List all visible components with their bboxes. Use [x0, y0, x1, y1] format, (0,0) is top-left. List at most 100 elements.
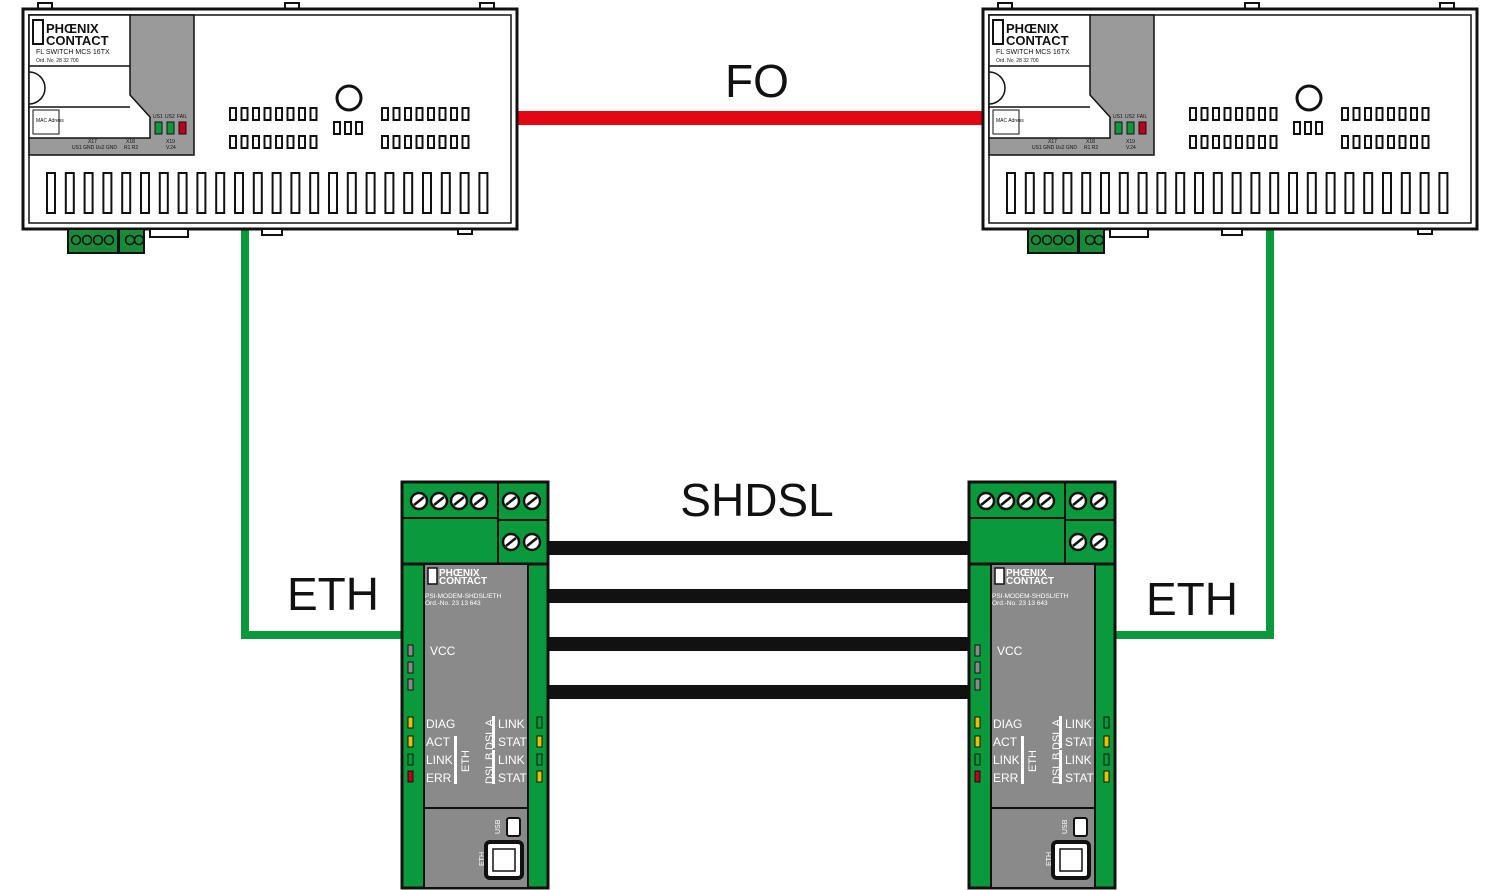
- ethernet-port-slot: [1081, 172, 1092, 214]
- port-led: [1223, 135, 1232, 149]
- port-led: [263, 135, 272, 149]
- modem-dsl-b-bracket: [1059, 750, 1062, 784]
- port-led: [240, 135, 249, 149]
- switch-bottom-tab: [457, 228, 473, 235]
- modem-eth-group-label: ETH: [460, 750, 472, 772]
- switch-us1-label: US1: [1113, 114, 1123, 120]
- modem-dsl-a-bracket: [492, 716, 495, 748]
- ethernet-port-slot: [1400, 172, 1411, 214]
- switch-led-us2: [1126, 121, 1135, 135]
- modem-led-act: [407, 735, 414, 748]
- port-led: [275, 135, 283, 149]
- modem-led-vcc: [974, 678, 981, 691]
- switch-brand-line2: CONTACT: [1006, 33, 1069, 48]
- port-led: [1212, 135, 1220, 149]
- ethernet-port-slot: [403, 172, 414, 214]
- switch-led-us1: [154, 121, 163, 135]
- port-led: [229, 107, 237, 121]
- screw-slot: [413, 496, 425, 506]
- screw-slot: [1072, 496, 1084, 506]
- switch-mac-label: MAC Adress: [36, 118, 64, 124]
- port-led: [229, 135, 237, 149]
- screw-icon: [1084, 234, 1096, 246]
- modem-eth-group-label: ETH: [1027, 750, 1039, 772]
- modem-act-label: ACT: [426, 735, 451, 749]
- screw-icon: [81, 234, 93, 246]
- port-led: [1189, 135, 1197, 149]
- ethernet-port-slot: [1062, 172, 1073, 214]
- ethernet-port-slot: [1250, 172, 1261, 214]
- ethernet-port-slot: [422, 172, 432, 214]
- port-led: [286, 135, 295, 149]
- port-led: [298, 107, 306, 121]
- ethernet-port-slot: [252, 172, 263, 214]
- screw-icon: [103, 234, 115, 246]
- port-led: [381, 135, 389, 149]
- modem-err-label: ERR: [426, 771, 452, 785]
- switch-ethernet-ports: [46, 172, 489, 214]
- switch-port-leds: [229, 107, 318, 149]
- ethernet-port-slot: [1438, 172, 1449, 214]
- modem-brand-line1: PHŒNIX: [439, 568, 480, 579]
- switch-x19-label: X19: [1126, 139, 1135, 145]
- port-led: [1269, 107, 1278, 121]
- modem-diag-label: DIAG: [426, 717, 455, 731]
- modem-eth-port-label: ETH: [1046, 852, 1053, 866]
- ethernet-port-inner: [492, 848, 516, 872]
- ethernet-port-slot: [102, 172, 113, 214]
- switch-right: PHŒNIX CONTACT FL SWITCH MCS 16TX Ord. N…: [981, 2, 1479, 254]
- modem-link-a-label: LINK: [498, 717, 525, 731]
- modem-diag-label: DIAG: [993, 717, 1022, 731]
- switch-mac-box: [992, 109, 1020, 135]
- screw-icon: [70, 234, 82, 246]
- ethernet-port-slot: [64, 172, 75, 214]
- switch-x18-pins: R1 R2: [124, 145, 138, 151]
- modem-brand-line2: CONTACT: [1006, 576, 1054, 587]
- ethernet-port-slot: [1024, 172, 1035, 214]
- usb-port-icon: [1073, 817, 1088, 837]
- modem-eth-port-label: ETH: [479, 852, 486, 866]
- ethernet-port-slot: [1006, 172, 1016, 214]
- port-led: [1398, 135, 1407, 149]
- ethernet-port-slot: [271, 172, 282, 214]
- port-led: [286, 107, 295, 121]
- ethernet-port-slot: [1382, 172, 1392, 214]
- modem-left: PHŒNIX CONTACT PSI-MODEM-SHDSL/ETH Ord.-…: [400, 480, 550, 890]
- modem-led-err: [974, 770, 981, 783]
- modem-led-link: [407, 753, 414, 766]
- screw-slot: [1072, 537, 1084, 547]
- switch-v24-label: V.24: [166, 145, 176, 151]
- modem-led-act: [974, 735, 981, 748]
- port-led: [392, 107, 401, 121]
- switch-port-leds: [1341, 107, 1430, 149]
- ethernet-port-slot: [1363, 172, 1374, 214]
- modem-dsl-a-bracket: [1059, 716, 1062, 748]
- screw-icon: [1093, 234, 1105, 246]
- switch-left: PHŒNIX CONTACT FL SWITCH MCS 16TX Ord. N…: [21, 2, 519, 254]
- ethernet-port-slot: [309, 172, 320, 214]
- ethernet-port-slot: [459, 172, 470, 214]
- modem-led-link-b: [1103, 753, 1110, 766]
- switch-x17-label: X17: [1048, 139, 1057, 145]
- switch-brand-line1: PHŒNIX: [46, 21, 99, 36]
- modem-right: PHŒNIX CONTACT PSI-MODEM-SHDSL/ETH Ord.-…: [967, 480, 1117, 890]
- port-led: [1189, 107, 1197, 121]
- modem-led-vcc: [407, 644, 414, 657]
- ethernet-port-slot: [365, 172, 376, 214]
- switch-brand-line2: CONTACT: [46, 33, 109, 48]
- port-led: [298, 135, 306, 149]
- screw-icon: [92, 234, 104, 246]
- port-led: [1352, 107, 1361, 121]
- port-led: [450, 107, 458, 121]
- port-led: [415, 135, 424, 149]
- port-led: [1246, 107, 1255, 121]
- ethernet-port-slot: [1043, 172, 1054, 214]
- modem-led-stat-a: [536, 735, 543, 748]
- switch-port-leds: [1189, 107, 1278, 149]
- switch-x19-label: X19: [166, 139, 175, 145]
- modem-brand-line1: PHŒNIX: [1006, 568, 1047, 579]
- modem-led-vcc: [974, 644, 981, 657]
- switch-model: FL SWITCH MCS 16TX: [996, 49, 1070, 56]
- ethernet-port-slot: [46, 172, 56, 214]
- modem-link-label: LINK: [426, 753, 453, 767]
